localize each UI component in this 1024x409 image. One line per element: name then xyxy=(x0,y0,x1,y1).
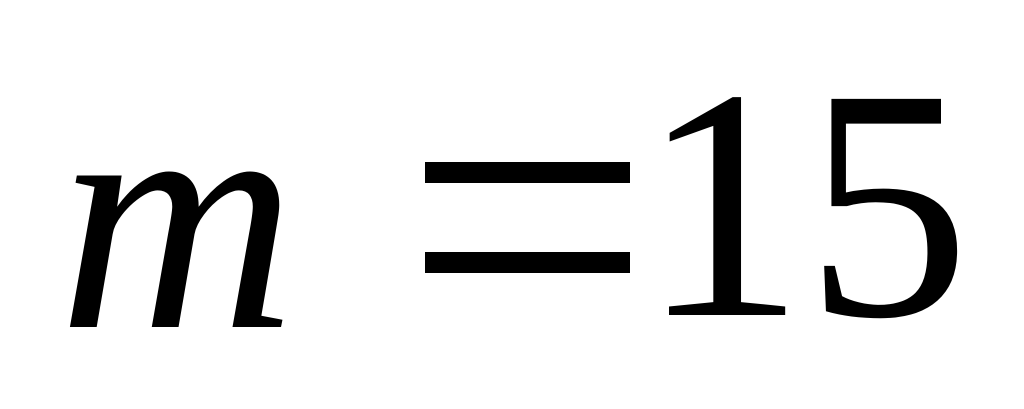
value-number: 15 xyxy=(640,22,970,387)
variable-m: m xyxy=(58,34,297,399)
equals-bar-top xyxy=(425,162,630,183)
equals-sign xyxy=(425,162,630,274)
equals-bar-bottom xyxy=(425,252,630,273)
